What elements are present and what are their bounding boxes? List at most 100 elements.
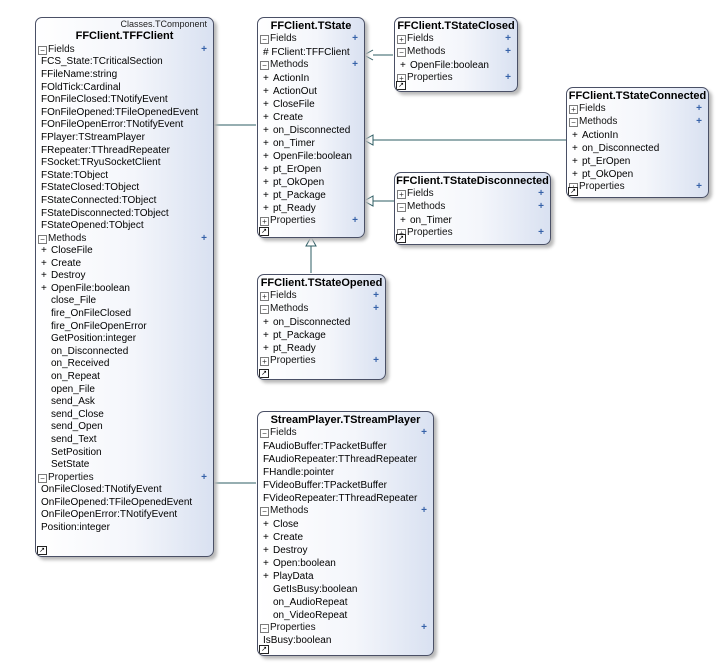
collapse-toggle-icon[interactable]: − [397, 47, 406, 57]
add-member-icon[interactable]: + [373, 354, 379, 366]
method-item[interactable]: +pt_OkOpen [258, 176, 364, 189]
property-item[interactable]: IsBusy:boolean [263, 635, 332, 647]
methods-section-header[interactable]: −Methods+ [258, 303, 385, 316]
field-item[interactable]: FSocket:TRyuSocketClient [41, 157, 161, 169]
method-item[interactable]: +Create [258, 531, 433, 544]
field-item[interactable]: # FClient:TFFClient [263, 46, 350, 58]
expand-toggle-icon[interactable]: + [260, 216, 269, 226]
add-member-icon[interactable]: + [696, 180, 702, 192]
method-item[interactable]: +Open:boolean [258, 557, 433, 570]
property-item[interactable]: OnFileOpenError:TNotifyEvent [41, 509, 178, 521]
expand-toggle-icon[interactable]: + [397, 35, 406, 44]
field-item[interactable]: FOnFileClosed:TNotifyEvent [41, 94, 168, 106]
field-item[interactable]: FOldTick:Cardinal [41, 81, 121, 93]
property-item[interactable]: OnFileOpened:TFileOpenedEvent [41, 496, 193, 508]
methods-section-header[interactable]: −Methods+ [36, 233, 213, 245]
method-item[interactable]: +Destroy [36, 270, 213, 283]
method-item[interactable]: +on_Disconnected [258, 124, 364, 137]
collapse-toggle-icon[interactable]: − [260, 35, 269, 44]
fields-section-header[interactable]: −Fields+ [36, 44, 213, 56]
method-item[interactable]: SetState [36, 459, 213, 472]
class-tffclient[interactable]: Classes.TComponent FFClient.TFFClient −F… [35, 17, 214, 557]
add-member-icon[interactable]: + [421, 621, 427, 633]
add-member-icon[interactable]: + [352, 214, 358, 226]
add-member-icon[interactable]: + [201, 471, 207, 483]
expand-toggle-icon[interactable]: + [397, 190, 406, 199]
add-member-icon[interactable]: + [538, 188, 544, 199]
add-member-icon[interactable]: + [505, 45, 511, 57]
add-member-icon[interactable]: + [421, 427, 427, 438]
fields-section-header[interactable]: +Fields+ [258, 290, 385, 303]
expand-toggle-icon[interactable]: + [260, 292, 269, 301]
method-item[interactable]: send_Close [36, 409, 213, 422]
method-item[interactable]: open_File [36, 384, 213, 397]
method-item[interactable]: +pt_Package [258, 329, 385, 342]
property-item[interactable]: Position:integer [41, 521, 110, 533]
method-item[interactable]: on_Received [36, 358, 213, 371]
method-item[interactable]: on_Disconnected [36, 346, 213, 359]
method-item[interactable]: +ActionIn [258, 72, 364, 85]
method-item[interactable]: send_Ask [36, 396, 213, 409]
methods-section-header[interactable]: −Methods+ [395, 201, 550, 214]
field-item[interactable]: FStateClosed:TObject [41, 182, 140, 194]
add-member-icon[interactable]: + [201, 232, 207, 244]
collapse-toggle-icon[interactable]: − [260, 623, 269, 633]
field-item[interactable]: FAudioRepeater:TThreadRepeater [263, 453, 417, 465]
collapse-toggle-icon[interactable]: − [38, 234, 47, 244]
add-member-icon[interactable]: + [201, 44, 207, 55]
methods-section-header[interactable]: −Methods+ [395, 46, 517, 59]
collapse-toggle-icon[interactable]: − [260, 429, 269, 438]
method-item[interactable]: send_Open [36, 421, 213, 434]
class-tstatedisconnected[interactable]: FFClient.TStateDisconnected +Fields+ −Me… [394, 172, 551, 245]
class-tstateopened[interactable]: FFClient.TStateOpened +Fields+ −Methods+… [257, 274, 386, 380]
class-tstate[interactable]: FFClient.TState −Fields+ # FClient:TFFCl… [257, 17, 365, 238]
collapse-toggle-icon[interactable]: − [38, 473, 47, 483]
field-item[interactable]: FRepeater:TThreadRepeater [41, 144, 170, 156]
field-item[interactable]: FStateDisconnected:TObject [41, 207, 169, 219]
add-member-icon[interactable]: + [505, 71, 511, 83]
collapse-toggle-icon[interactable]: − [260, 506, 269, 516]
field-item[interactable]: FHandle:pointer [263, 466, 335, 478]
method-item[interactable]: +Close [258, 518, 433, 531]
field-item[interactable]: FStateConnected:TObject [41, 194, 157, 206]
collapse-toggle-icon[interactable]: − [569, 117, 578, 127]
method-item[interactable]: +on_Timer [258, 137, 364, 150]
method-item[interactable]: +pt_ErOpen [258, 163, 364, 176]
field-item[interactable]: FPlayer:TStreamPlayer [41, 131, 145, 143]
method-item[interactable]: GetIsBusy:boolean [258, 583, 433, 596]
method-item[interactable]: on_Repeat [36, 371, 213, 384]
fields-section-header[interactable]: +Fields+ [395, 33, 517, 46]
collapse-toggle-icon[interactable]: − [38, 46, 47, 55]
method-item[interactable]: +ActionIn [567, 129, 708, 142]
method-item[interactable]: +OpenFile:boolean [395, 59, 517, 72]
method-item[interactable]: +on_Disconnected [258, 316, 385, 329]
expand-toggle-icon[interactable]: + [260, 356, 269, 366]
field-item[interactable]: FCS_State:TCriticalSection [41, 56, 163, 68]
method-item[interactable]: SetPosition [36, 447, 213, 460]
method-item[interactable]: on_VideoRepeat [258, 609, 433, 622]
method-item[interactable]: send_Text [36, 434, 213, 447]
class-tstreamplayer[interactable]: StreamPlayer.TStreamPlayer −Fields+ FAud… [257, 411, 434, 656]
add-member-icon[interactable]: + [352, 33, 358, 44]
method-item[interactable]: fire_OnFileOpenError [36, 321, 213, 334]
add-member-icon[interactable]: + [538, 200, 544, 212]
add-member-icon[interactable]: + [505, 33, 511, 44]
field-item[interactable]: FOnFileOpened:TFileOpenedEvent [41, 106, 199, 118]
properties-section-header[interactable]: +Properties+ [395, 72, 517, 85]
field-item[interactable]: FState:TObject [41, 169, 109, 181]
add-member-icon[interactable]: + [373, 290, 379, 301]
field-item[interactable]: FVideoBuffer:TPacketBuffer [263, 479, 387, 491]
fields-section-header[interactable]: +Fields+ [567, 103, 708, 116]
method-item[interactable]: +pt_OkOpen [567, 168, 708, 181]
method-item[interactable]: +Create [36, 258, 213, 271]
fields-section-header[interactable]: −Fields+ [258, 33, 364, 46]
method-item[interactable]: GetPosition:integer [36, 333, 213, 346]
collapse-toggle-icon[interactable]: − [260, 304, 269, 314]
methods-section-header[interactable]: −Methods+ [258, 505, 433, 518]
method-item[interactable]: close_File [36, 295, 213, 308]
method-item[interactable]: +Create [258, 111, 364, 124]
properties-section-header[interactable]: +Properties+ [567, 181, 708, 194]
field-item[interactable]: FStateOpened:TObject [41, 220, 144, 232]
method-item[interactable]: fire_OnFileClosed [36, 308, 213, 321]
add-member-icon[interactable]: + [421, 504, 427, 516]
